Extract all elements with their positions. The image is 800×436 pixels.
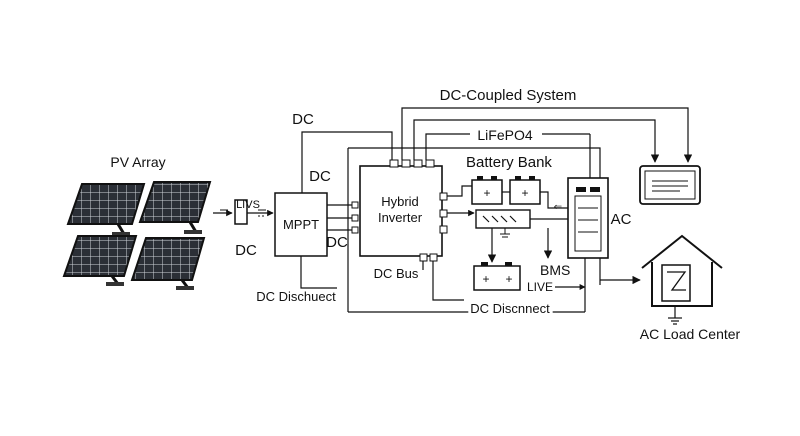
dc-top-label: DC	[292, 111, 314, 128]
solar-panel-icon	[130, 237, 206, 290]
battery-bank-label: Battery Bank	[466, 154, 552, 171]
ground-icon	[500, 228, 510, 238]
hybrid-inverter-label-2: Inverter	[378, 210, 423, 225]
battery-icon: +	[509, 176, 541, 205]
solar-panel-icon	[66, 183, 146, 236]
hybrid-inverter-label-1: Hybrid	[381, 194, 419, 209]
lifepo4-label: LiFePO4	[477, 127, 532, 143]
bms-battery-terminal: +	[482, 272, 489, 286]
dc-low-label: DC	[326, 234, 348, 251]
battery-terminal-label: +	[521, 186, 528, 200]
dc-mid-label: DC	[309, 168, 331, 185]
ac-load-center-label: AC Load Center	[640, 326, 741, 342]
switch-panel	[475, 209, 531, 229]
battery-icon: +	[471, 176, 503, 205]
diagram-title: DC-Coupled System	[440, 87, 577, 104]
dc-disconnect-left-label: DC Dischuect	[256, 289, 336, 304]
house-icon	[641, 234, 723, 307]
svg-text:⇐: ⇐	[554, 202, 562, 213]
livs-disconnect	[234, 199, 248, 225]
pv-array-label: PV Array	[110, 154, 165, 170]
mppt-label: MPPT	[283, 217, 319, 232]
monitor-icon	[639, 165, 701, 205]
battery-icon: + +	[473, 262, 521, 291]
dc-left-label: DC	[235, 242, 257, 259]
dc-disconnect-bottom-label: DC Discnnect	[470, 301, 550, 316]
ground-icon	[668, 306, 682, 325]
bms-label: BMS	[540, 262, 570, 278]
bms-battery-terminal: +	[505, 272, 512, 286]
battery-terminal-label: +	[483, 186, 490, 200]
live-label: LIVE	[527, 280, 553, 294]
mppt-box	[274, 192, 328, 257]
solar-panel-icon	[138, 181, 212, 234]
solar-panel-icon	[62, 235, 138, 286]
livs-label: LIVS	[236, 199, 260, 211]
ac-label: AC	[611, 211, 632, 228]
dc-bus-label: DC Bus	[374, 266, 419, 281]
